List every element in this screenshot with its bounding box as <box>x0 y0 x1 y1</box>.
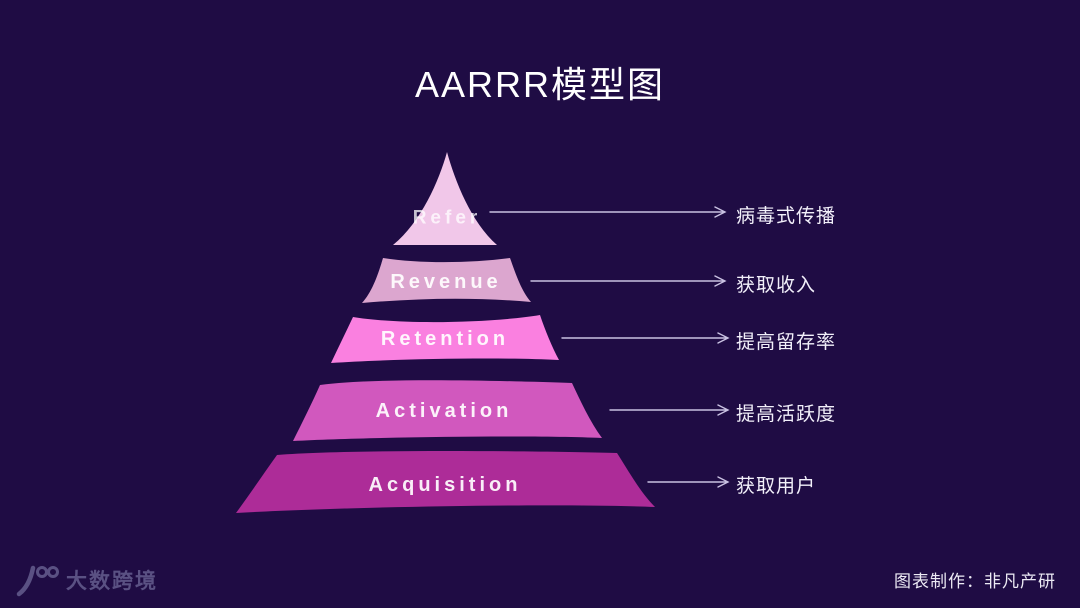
pyramid-layer-retention-label: Retention <box>381 328 509 350</box>
pyramid-layer-refer: Refer <box>393 152 497 245</box>
pyramid-layer-revenue-shape <box>362 258 531 303</box>
annotation-acquisition: 获取用户 <box>736 476 817 497</box>
pyramid-layer-retention: Retention <box>331 315 559 363</box>
pyramid-layer-revenue: Revenue <box>362 258 531 303</box>
pyramid-layer-activation-label: Activation <box>376 400 513 422</box>
pyramid-layer-acquisition-label: Acquisition <box>369 474 522 496</box>
pyramid-layer-activation-shape <box>293 380 602 441</box>
brand-logo: 大数跨境 <box>14 562 158 598</box>
pyramid-layer-acquisition-shape <box>236 451 655 513</box>
pyramid-layer-refer-label: Refer <box>413 208 482 229</box>
pyramid-layer-revenue-label: Revenue <box>390 271 501 293</box>
annotation-activation: 提高活跃度 <box>736 404 837 425</box>
pyramid-layer-refer-shape <box>393 152 497 245</box>
annotation-refer: 病毒式传播 <box>736 206 837 227</box>
aarrr-pyramid: Refer Revenue Retention Activation Acqui… <box>236 152 655 513</box>
page-title: AARRR模型图 <box>414 64 666 105</box>
annotation-retention: 提高留存率 <box>736 332 837 353</box>
annotation-revenue: 获取收入 <box>736 275 817 296</box>
pyramid-layer-retention-shape <box>331 315 559 363</box>
pyramid-layer-activation: Activation <box>293 380 602 441</box>
brand-logo-icon <box>16 565 59 597</box>
credit-text: 图表制作：非凡产研 <box>894 572 1056 591</box>
brand-name: 大数跨境 <box>66 570 158 593</box>
pyramid-layer-acquisition: Acquisition <box>236 451 655 513</box>
